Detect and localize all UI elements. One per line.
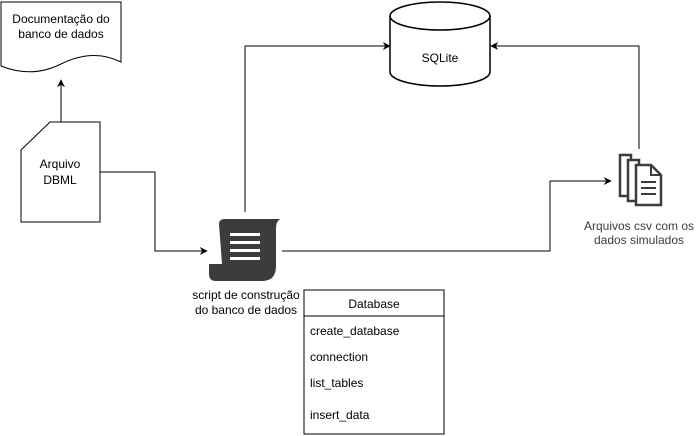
edges xyxy=(57,42,640,255)
node-script[interactable]: script de construção do banco de dados xyxy=(192,219,300,317)
edge-script-to-csv xyxy=(282,177,612,252)
csv-label-line1: Arquivos csv com os xyxy=(584,219,694,233)
edge-csv-to-sqlite xyxy=(490,42,640,149)
document-shape xyxy=(0,1,122,73)
edge-script-to-sqlite xyxy=(244,42,391,212)
script-label-line2: do banco de dados xyxy=(195,303,297,317)
node-documentation[interactable]: Documentação do banco de dados xyxy=(0,1,122,73)
script-label-line1: script de construção xyxy=(192,288,300,302)
node-sqlite[interactable]: SQLite xyxy=(389,1,491,87)
class-box-frame xyxy=(303,289,445,435)
file-shape xyxy=(20,121,101,223)
dbml-label-line1: Arquivo xyxy=(40,157,81,171)
class-method-item: list_tables xyxy=(310,376,363,390)
script-scroll-icon xyxy=(209,219,280,281)
sqlite-label: SQLite xyxy=(422,51,459,65)
documentation-label-line1: Documentação do xyxy=(12,12,110,26)
dbml-label-line2: DBML xyxy=(43,173,77,187)
class-method-item: connection xyxy=(310,350,368,364)
class-title: Database xyxy=(348,297,400,311)
cylinder-body xyxy=(389,16,491,87)
edge-dbml-to-script xyxy=(100,171,208,255)
class-method-item: insert_data xyxy=(310,408,370,422)
node-csv-files[interactable]: Arquivos csv com os dados simulados xyxy=(584,153,694,247)
csv-label-line2: dados simulados xyxy=(594,233,684,247)
cylinder-top xyxy=(389,1,491,31)
class-method-item: create_database xyxy=(310,324,400,338)
database-class-box[interactable]: Database create_database connection list… xyxy=(303,289,445,435)
documentation-label-line2: banco de dados xyxy=(18,27,103,41)
document-stack-icon xyxy=(618,153,663,207)
node-dbml-file[interactable]: Arquivo DBML xyxy=(20,121,101,223)
